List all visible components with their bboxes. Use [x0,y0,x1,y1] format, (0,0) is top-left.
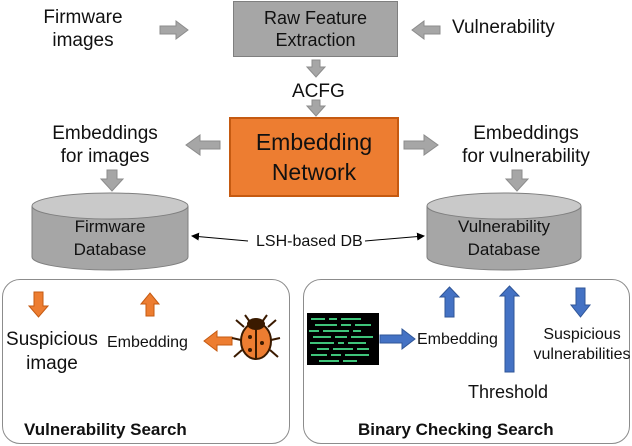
arrow-network-to-image-embeddings [185,134,221,156]
arrow-image-embeddings-to-db [99,169,125,192]
arrow-extraction-to-acfg [305,59,327,78]
orange-arrow-up [139,292,161,317]
blue-arrow-right [379,327,416,351]
orange-arrow-down [27,291,50,318]
firmware-database-label: Firmware Database [73,217,147,259]
blue-arrow-threshold [498,285,521,373]
vulnerability-search-title: Vulnerability Search [24,420,187,439]
vulnerability-search-embedding-label: Embedding [107,334,188,351]
blue-arrow-down [569,287,592,318]
lsh-arrow-left [191,232,249,242]
suspicious-image-label: Suspicious image [6,329,98,374]
suspicious-vulnerabilities-label: Suspicious vulnerabilities [533,326,631,363]
acfg-label: ACFG [292,81,345,102]
lsh-db-label: LSH-based DB [256,233,363,250]
binary-checking-search-title: Binary Checking Search [358,420,554,439]
raw-feature-extraction-box: Raw Feature Extraction [233,1,398,57]
lsh-arrow-right [364,232,425,242]
arrow-acfg-to-network [305,99,327,117]
threshold-label: Threshold [468,382,549,402]
orange-arrow-left [203,329,233,353]
arrow-vuln-embeddings-to-db [504,169,530,192]
vulnerability-database-label: Vulnerability Database [458,217,550,259]
bug-icon [231,314,281,358]
binary-checking-embedding-label: Embedding [417,331,498,348]
firmware-database-cylinder [31,192,189,271]
binary-code-screen-icon [307,313,379,365]
embeddings-for-images-label: Embeddings for images [52,123,158,167]
blue-arrow-up-embedding [438,286,461,318]
arrow-network-to-vuln-embeddings [403,134,439,156]
embeddings-for-vulnerability-label: Embeddings for vulnerability [462,123,590,167]
embedding-network-box: Embedding Network [229,117,399,197]
vulnerability-database-cylinder [426,192,582,271]
arrow-vulnerability-to-extraction [411,20,441,40]
firmware-images-label: Firmware images [43,7,123,51]
arrow-firmware-to-extraction [159,20,189,40]
vulnerability-label: Vulnerability [452,17,555,38]
